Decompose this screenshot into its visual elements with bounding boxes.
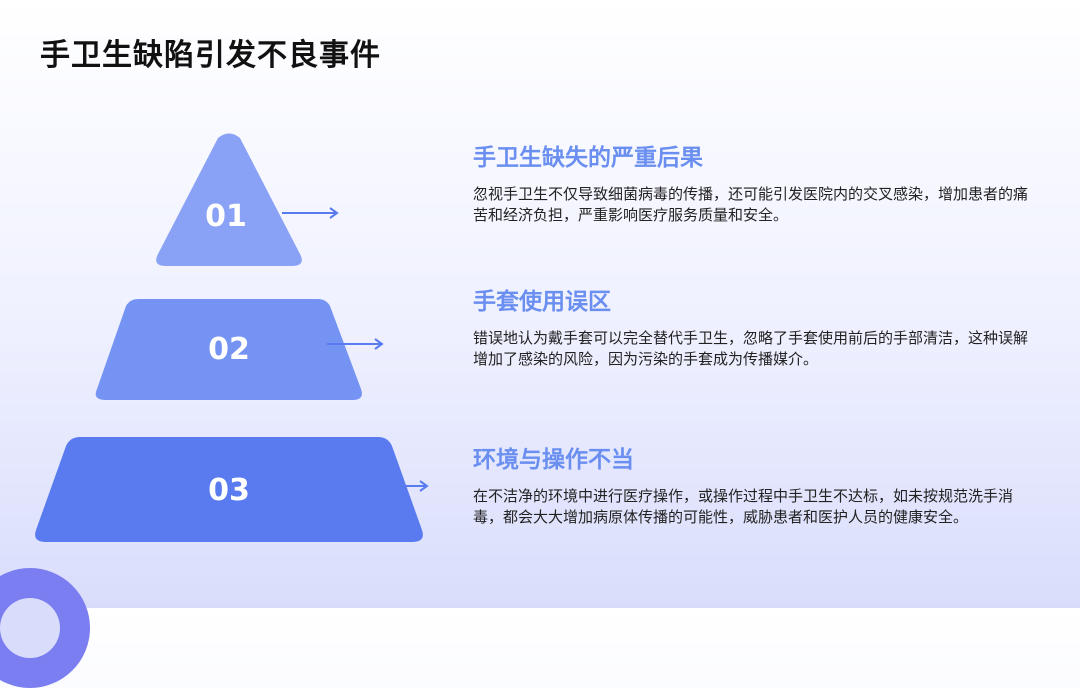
arrow-right-icon: [372, 480, 429, 492]
item-body: 忽视手卫生不仅导致细菌病毒的传播，还可能引发医院内的交叉感染，增加患者的痛苦和经…: [473, 185, 1029, 224]
pyramid-diagram: 01 02 03: [35, 133, 429, 542]
pyramid-tier-2: [95, 299, 362, 400]
pyramid-tier-1: [156, 133, 302, 266]
arrow-right-icon: [327, 338, 384, 350]
item-body: 错误地认为戴手套可以完全替代手卫生，忽略了手套使用前后的手部清洁，这种误解增加了…: [473, 329, 1029, 368]
item-heading: 环境与操作不当: [473, 447, 634, 473]
item-body: 在不洁净的环境中进行医疗操作，或操作过程中手卫生不达标，如未按规范洗手消毒，都会…: [473, 487, 1014, 526]
tier-2-number: 02: [208, 332, 250, 367]
item-heading: 手卫生缺失的严重后果: [473, 145, 703, 171]
list-item: 环境与操作不当 在不洁净的环境中进行医疗操作，或操作过程中手卫生不达标，如未按规…: [473, 440, 1033, 528]
list-item: 手套使用误区 错误地认为戴手套可以完全替代手卫生，忽略了手套使用前后的手部清洁，…: [473, 282, 1033, 370]
tier-3-number: 03: [208, 473, 250, 508]
arrow-right-icon: [282, 207, 339, 219]
list-item: 手卫生缺失的严重后果 忽视手卫生不仅导致细菌病毒的传播，还可能引发医院内的交叉感…: [473, 138, 1033, 226]
item-heading: 手套使用误区: [473, 289, 611, 315]
tier-1-number: 01: [205, 199, 247, 234]
page-title: 手卫生缺陷引发不良事件: [40, 38, 381, 73]
pyramid-tier-3: [35, 437, 423, 542]
